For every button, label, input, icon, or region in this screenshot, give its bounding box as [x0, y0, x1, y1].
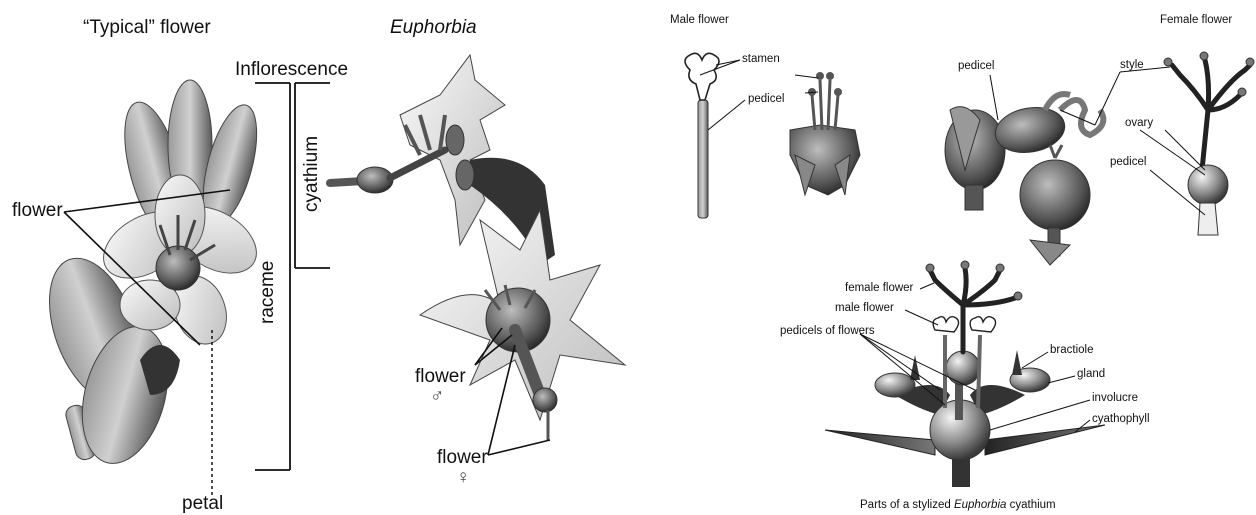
caption-pre: Parts of a stylized: [860, 499, 954, 511]
pedicel-stalk: [1198, 203, 1218, 235]
flower-label: flower: [12, 201, 63, 220]
male-flower-illustration: [790, 72, 860, 195]
raceme-label: raceme: [258, 261, 277, 324]
ovary-ball: [946, 351, 980, 385]
inflorescence-label: Inflorescence: [235, 60, 348, 79]
caption-post: cyathium: [1006, 499, 1055, 511]
petal-shape: [155, 175, 205, 255]
stamen-shape: [685, 53, 719, 100]
ovary-ball: [1188, 165, 1228, 205]
typical-flower-title: “Typical” flower: [83, 18, 211, 37]
male-flower-schematic: [685, 53, 745, 218]
female-symbol: ♀: [456, 468, 470, 487]
pedicels-of-flowers-label: pedicels of flowers: [780, 326, 875, 338]
pedicel-stalk: [698, 100, 708, 218]
cyathophyll-shape: [985, 425, 1105, 455]
female-flower-part-label: female flower: [845, 283, 913, 295]
male-flower-part-label: male flower: [835, 303, 894, 315]
female-flower-illustration: [945, 75, 1103, 265]
female-flower-schematic: [1060, 52, 1254, 235]
male-flower-label: flower: [415, 367, 466, 386]
cyathium-caption: Parts of a stylized Euphorbia cyathium: [860, 500, 1056, 512]
bractiole-label: bractiole: [1050, 345, 1093, 357]
male-symbol: ♂: [430, 387, 444, 406]
female-flower-label: flower: [437, 448, 488, 467]
ovary-label: ovary: [1125, 118, 1153, 130]
pedicel-top-label: pedicel: [958, 61, 994, 73]
cyathophyll-label: cyathophyll: [1092, 414, 1150, 426]
female-flower-title: Female flower: [1160, 15, 1232, 27]
stamen-label: stamen: [742, 54, 780, 66]
petal-label: petal: [182, 494, 223, 513]
gland-label: gland: [1077, 369, 1105, 381]
involucre-label: involucre: [1092, 393, 1138, 405]
pedicel-female-label: pedicel: [1110, 157, 1146, 169]
male-flower-title: Male flower: [670, 15, 729, 27]
cyathophyll-shape: [825, 430, 935, 455]
cyathium-label: cyathium: [302, 136, 321, 212]
ovary-shape: [156, 246, 200, 290]
euphorbia-illustration: [330, 55, 625, 455]
gland-shape: [875, 373, 915, 397]
style-label: style: [1120, 60, 1144, 72]
typical-flower-illustration: [32, 80, 268, 495]
stylized-cyathium: [825, 261, 1105, 487]
euphorbia-title: Euphorbia: [390, 18, 477, 37]
pedicel-male-label: pedicel: [748, 94, 784, 106]
caption-italic: Euphorbia: [954, 499, 1006, 511]
